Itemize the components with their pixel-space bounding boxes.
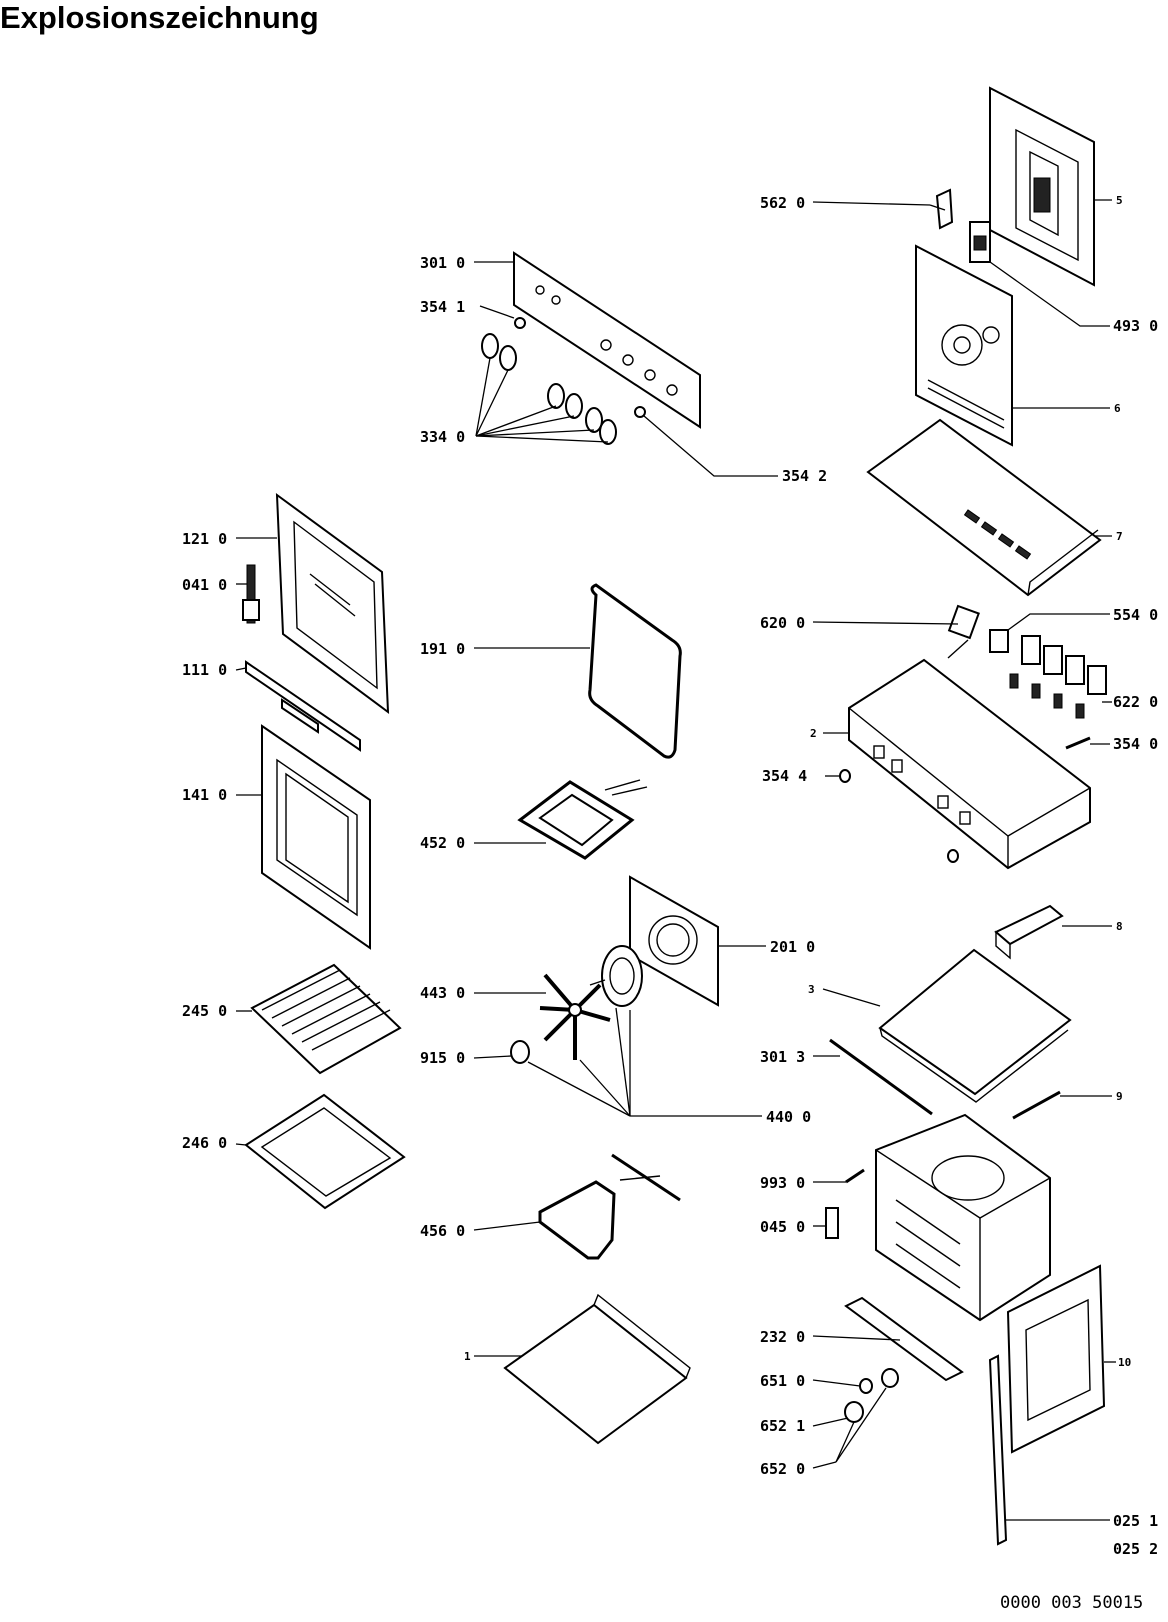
label-025-2: 025 2 <box>1113 1540 1158 1558</box>
label-025-1: 025 1 <box>1113 1512 1158 1530</box>
label-045: 045 0 <box>760 1218 805 1236</box>
part-915-nut <box>510 1040 530 1064</box>
label-651: 651 0 <box>760 1372 805 1390</box>
part-025-hinge <box>988 1354 1008 1546</box>
label-562: 562 0 <box>760 194 805 212</box>
label-354-4: 354 4 <box>762 767 807 785</box>
part-201-fan-cover <box>629 875 719 1007</box>
part-111-handle <box>245 660 361 752</box>
label-3: 3 <box>808 983 815 996</box>
label-201: 201 0 <box>770 938 815 956</box>
part-10-side-door <box>1006 1264 1106 1454</box>
label-121: 121 0 <box>182 530 227 548</box>
part-354-2 <box>634 406 646 418</box>
part-443-fan <box>539 973 611 1060</box>
label-620: 620 0 <box>760 614 805 632</box>
part-301-3-rail <box>829 1038 933 1116</box>
part-456-grill <box>538 1153 681 1260</box>
label-9: 9 <box>1116 1090 1123 1103</box>
label-354-0: 354 0 <box>1113 735 1158 753</box>
part-045-block <box>825 1207 839 1239</box>
label-440: 440 0 <box>766 1108 811 1126</box>
label-993: 993 0 <box>760 1174 805 1192</box>
part-652-1 <box>844 1401 864 1423</box>
part-620-switch <box>947 604 980 659</box>
part-191-seal <box>588 583 682 759</box>
label-245: 245 0 <box>182 1002 227 1020</box>
part-354-1 <box>514 317 526 329</box>
page-title: Explosionszeichnung <box>0 0 319 35</box>
label-622: 622 0 <box>1113 693 1158 711</box>
part-245-rack <box>250 963 402 1075</box>
label-456: 456 0 <box>420 1222 465 1240</box>
part-141-inner-glass <box>261 724 371 950</box>
part-232-rail <box>844 1296 964 1382</box>
label-301-3: 301 3 <box>760 1048 805 1066</box>
label-443: 443 0 <box>420 984 465 1002</box>
part-651 <box>859 1368 899 1394</box>
part-493-block <box>969 221 991 263</box>
label-10: 10 <box>1118 1356 1131 1369</box>
label-334: 334 0 <box>420 428 465 446</box>
part-3-plate <box>878 948 1072 1103</box>
label-246: 246 0 <box>182 1134 227 1152</box>
part-control-panel <box>513 251 701 429</box>
part-door-frame <box>275 492 390 715</box>
label-5: 5 <box>1116 194 1123 207</box>
part-8-bracket <box>994 904 1064 960</box>
part-2-housing <box>848 658 1091 870</box>
part-554-relay <box>989 629 1009 653</box>
label-915: 915 0 <box>420 1049 465 1067</box>
part-993-screw <box>845 1168 865 1184</box>
part-246-tray <box>244 1093 406 1210</box>
label-8: 8 <box>1116 920 1123 933</box>
part-354-0 <box>1065 736 1091 750</box>
part-back-cover <box>989 86 1095 287</box>
part-oven-cavity <box>875 1113 1051 1322</box>
part-452-heater <box>517 779 648 860</box>
part-041-hinge <box>242 564 260 624</box>
part-fan-motor <box>589 945 643 1007</box>
label-111: 111 0 <box>182 661 227 679</box>
label-554: 554 0 <box>1113 606 1158 624</box>
label-354-2: 354 2 <box>782 467 827 485</box>
label-2: 2 <box>810 727 817 740</box>
label-041: 041 0 <box>182 576 227 594</box>
part-9-rod <box>1012 1090 1061 1120</box>
part-rear-panel <box>915 244 1013 447</box>
label-6: 6 <box>1114 402 1121 415</box>
drawing-number: 0000 003 50015 <box>1000 1593 1144 1613</box>
part-622-switches <box>1009 635 1107 719</box>
label-7: 7 <box>1116 530 1123 543</box>
part-562-bracket <box>929 188 954 230</box>
label-452: 452 0 <box>420 834 465 852</box>
label-232: 232 0 <box>760 1328 805 1346</box>
label-1: 1 <box>464 1350 471 1363</box>
label-354-1: 354 1 <box>420 298 465 316</box>
part-334-knobs <box>481 333 617 445</box>
label-301: 301 0 <box>420 254 465 272</box>
label-191: 191 0 <box>420 640 465 658</box>
part-354-4 <box>839 769 959 863</box>
label-652-1: 652 1 <box>760 1417 805 1435</box>
label-493: 493 0 <box>1113 317 1158 335</box>
part-top-plate <box>866 418 1102 597</box>
part-1-bottom-plate <box>503 1293 691 1445</box>
label-141: 141 0 <box>182 786 227 804</box>
label-652-0: 652 0 <box>760 1460 805 1478</box>
